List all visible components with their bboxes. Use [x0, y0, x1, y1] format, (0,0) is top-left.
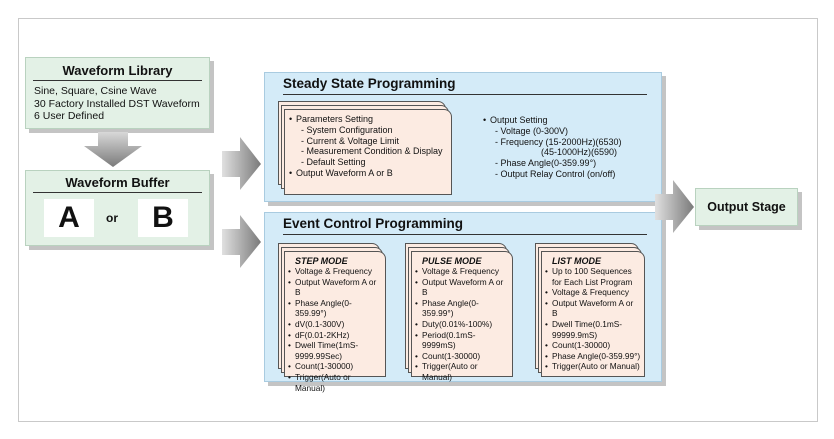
library-line: 30 Factory Installed DST Waveform: [34, 97, 200, 110]
waveform-library-rule: [33, 80, 202, 81]
right-arrow-icon: [655, 180, 694, 233]
step-mode-title: STEP MODE: [295, 256, 348, 266]
list-item: (45-1000Hz)(6590): [541, 147, 618, 158]
waveform-buffer-rule: [33, 192, 202, 193]
list-item: dV(0.1-300V): [288, 319, 382, 330]
waveform-buffer-box: Waveform Buffer A or B: [25, 170, 210, 246]
output-setting-list: Output Setting - Voltage (0-300V) - Freq…: [483, 115, 622, 180]
down-arrow-icon: [84, 132, 142, 167]
list-item: Voltage & Frequency: [288, 266, 382, 277]
list-item: Output Setting: [483, 115, 622, 126]
list-item: - Measurement Condition & Display: [301, 146, 443, 157]
list-mode-list: Up to 100 Sequences for Each List Progra…: [545, 266, 641, 372]
list-item: Period(0.1mS-9999mS): [415, 330, 509, 351]
waveform-buffer-title: Waveform Buffer: [65, 175, 170, 190]
list-item: - System Configuration: [301, 124, 393, 135]
list-item: Trigger(Auto or Manual): [415, 361, 509, 382]
waveform-library-box: Waveform Library Sine, Square, Csine Wav…: [25, 57, 210, 129]
output-setting-block: Output Setting - Voltage (0-300V) - Freq…: [483, 115, 622, 180]
list-item: Phase Angle(0-359.99°): [415, 298, 509, 319]
list-item: Count(1-30000): [545, 340, 641, 351]
list-item: Phase Angle(0-359.99°): [545, 351, 641, 362]
list-item: Trigger(Auto or Manual): [545, 361, 641, 372]
list-item: - Output Relay Control (on/off): [495, 168, 616, 179]
list-item: Output Waveform A or B: [415, 277, 509, 298]
list-item: Parameters Setting: [289, 114, 447, 125]
list-item: - Frequency (15-2000Hz)(6530): [495, 136, 622, 147]
buffer-or: or: [106, 211, 118, 225]
list-item: Voltage & Frequency: [545, 287, 641, 298]
list-item: Phase Angle(0-359.99°): [288, 298, 382, 319]
list-item: Output Waveform A or B: [288, 277, 382, 298]
steady-state-title: Steady State Programming: [283, 76, 456, 91]
output-stage-box: Output Stage: [695, 188, 798, 226]
event-control-rule: [283, 234, 647, 235]
list-item: Output Waveform A or B: [289, 168, 447, 179]
steady-state-panel: Steady State Programming Parameters Sett…: [264, 72, 662, 202]
list-item: 9999.99Sec): [295, 350, 343, 361]
waveform-library-title: Waveform Library: [62, 63, 173, 78]
right-arrow-icon: [222, 215, 261, 268]
list-item: - Default Setting: [301, 157, 366, 168]
pulse-mode-list: Voltage & Frequency Output Waveform A or…: [415, 266, 509, 383]
list-item: Count(1-30000): [288, 361, 382, 372]
list-item: - Phase Angle(0-359.99°): [495, 158, 597, 169]
list-item: dF(0.01-2KHz): [288, 330, 382, 341]
list-item: Trigger(Auto or Manual): [288, 372, 382, 393]
output-stage-title: Output Stage: [707, 200, 786, 214]
list-item: Voltage & Frequency: [415, 266, 509, 277]
buffer-b: B: [138, 199, 188, 237]
steady-state-rule: [283, 94, 647, 95]
list-item: - Voltage (0-300V): [495, 125, 569, 136]
parameters-list: Parameters Setting - System Configuratio…: [289, 114, 447, 179]
list-item: Output Waveform A or B: [545, 298, 641, 319]
parameters-card: Parameters Setting - System Configuratio…: [284, 109, 452, 195]
list-item: Dwell Time(0.1mS-: [545, 319, 641, 330]
list-mode-title: LIST MODE: [552, 256, 601, 266]
list-item: Count(1-30000): [415, 351, 509, 362]
waveform-library-lines: Sine, Square, Csine Wave 30 Factory Inst…: [34, 85, 200, 123]
library-line: Sine, Square, Csine Wave: [34, 85, 157, 97]
list-item: for Each List Program: [552, 276, 633, 287]
list-mode-card: LIST MODE Up to 100 Sequences for Each L…: [541, 251, 645, 377]
buffer-a: A: [44, 199, 94, 237]
list-item: Up to 100 Sequences: [545, 266, 641, 277]
step-mode-list: Voltage & Frequency Output Waveform A or…: [288, 266, 382, 393]
pulse-mode-card: PULSE MODE Voltage & Frequency Output Wa…: [411, 251, 513, 382]
pulse-mode-title: PULSE MODE: [422, 256, 482, 266]
list-item: - Current & Voltage Limit: [301, 135, 400, 146]
list-item: Duty(0.01%-100%): [415, 319, 509, 330]
right-arrow-icon: [222, 137, 261, 190]
list-item: Dwell Time(1mS-: [288, 340, 382, 351]
event-control-title: Event Control Programming: [283, 216, 464, 231]
step-mode-card: STEP MODE Voltage & Frequency Output Wav…: [284, 251, 386, 393]
event-control-panel: Event Control Programming STEP MODE Volt…: [264, 212, 662, 393]
library-line: 6 User Defined: [34, 110, 105, 122]
list-item: 99999.9mS): [552, 329, 598, 340]
